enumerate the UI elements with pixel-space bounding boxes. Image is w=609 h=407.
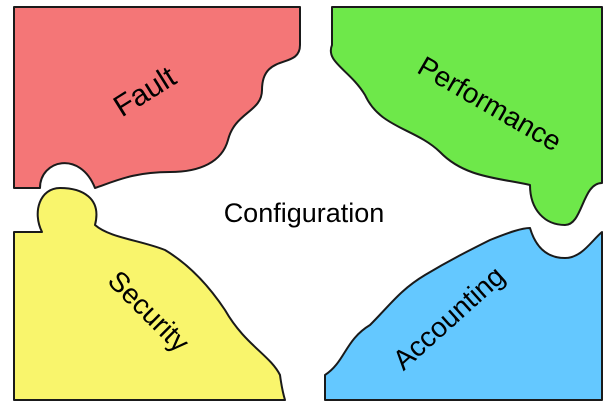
performance-piece bbox=[329, 6, 603, 226]
center-label: Configuration bbox=[224, 198, 385, 228]
accounting-piece bbox=[324, 227, 603, 401]
fault-piece bbox=[13, 6, 301, 189]
security-piece bbox=[13, 187, 286, 401]
